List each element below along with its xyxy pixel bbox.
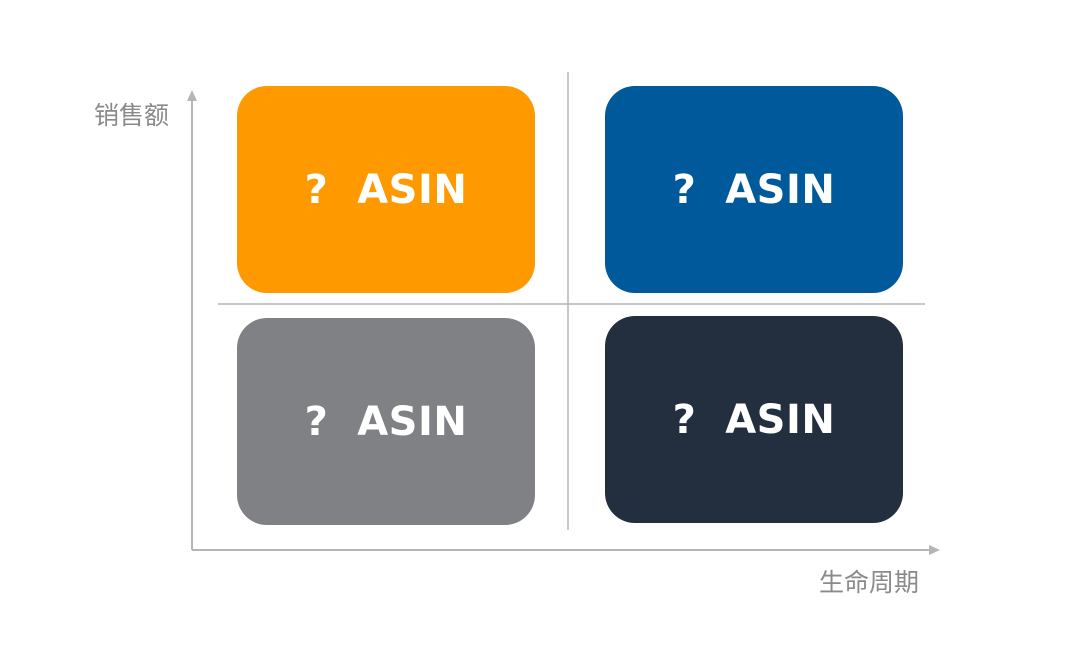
quadrant-top-right: ? ASIN xyxy=(605,86,903,293)
quadrant-top-left: ? ASIN xyxy=(237,86,535,293)
y-axis-label: 销售额 xyxy=(94,101,170,130)
quadrant-bottom-left: ? ASIN xyxy=(237,318,535,525)
quadrant-label: ? ASIN xyxy=(672,166,836,213)
quadrant-label: ? ASIN xyxy=(672,396,836,443)
x-axis-arrow-icon xyxy=(929,545,940,555)
quadrant-bottom-right: ? ASIN xyxy=(605,316,903,523)
quadrant-label: ? ASIN xyxy=(304,166,468,213)
y-axis-arrow-icon xyxy=(187,90,197,101)
quadrant-label: ? ASIN xyxy=(304,398,468,445)
x-axis-label: 生命周期 xyxy=(819,568,920,597)
